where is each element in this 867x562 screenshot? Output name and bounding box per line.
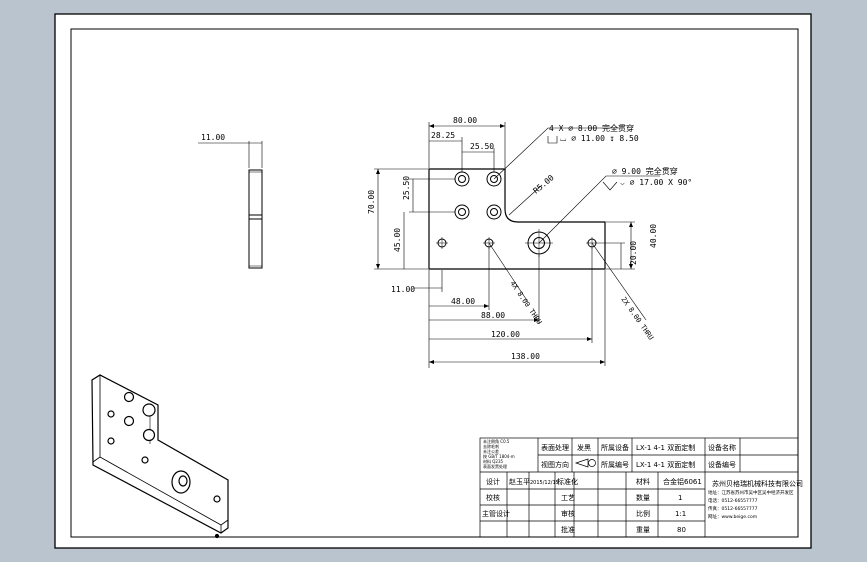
side-view: [198, 141, 263, 269]
arrow-heads: [376, 124, 633, 364]
check-label: 校核: [486, 493, 500, 502]
process-label: 工艺: [561, 494, 575, 502]
chief-label: 主管设计: [482, 509, 510, 518]
equipment-field-label: 设备名称: [708, 443, 736, 452]
note-line: 未注倒角 C0.5: [483, 438, 510, 444]
equipment-name-value: LX-1 4-1 双面定制: [636, 443, 695, 452]
dim-pos-120: 120.00: [491, 330, 520, 339]
design-date: 2015/12/15: [530, 480, 559, 486]
material-label: 材料: [636, 477, 650, 486]
projection-label: 视图方向: [541, 460, 569, 469]
dim-pos-88: 88.00: [481, 311, 505, 320]
dim-pos-48: 48.00: [451, 297, 475, 306]
equipment-field-label-2: 设备编号: [708, 460, 736, 469]
company-web: 网址：www.beige.com: [708, 513, 757, 520]
qty-label: 数量: [636, 493, 650, 502]
note-countersink-1: ⌀ 9.00 完全贯穿: [612, 166, 678, 176]
audit-label: 审核: [561, 509, 575, 518]
approve-label: 批准: [561, 525, 575, 534]
note-countersink-2: ⌵ ⌀ 17.00 X 90°: [620, 178, 692, 187]
note-line: 未注公差: [483, 448, 499, 454]
company-address: 地址：江苏省苏州市吴中区吴中经济开发区: [708, 489, 794, 496]
note-line: 按 GB/T 1804-m: [483, 453, 515, 459]
equipment-no-label: 所属编号: [601, 460, 629, 469]
dim-right-height: 40.00: [649, 224, 658, 248]
weight-value: 80: [677, 526, 686, 534]
isometric-view: [91, 374, 229, 539]
title-block: [479, 437, 799, 538]
company-fax: 传真：0512-66557777: [708, 505, 758, 512]
dimension-lines: [374, 122, 660, 368]
projection-symbol-icon: [574, 458, 596, 468]
note-line: 表面发黑处理: [483, 463, 507, 469]
note-line: 材料 Q235: [483, 458, 504, 464]
dim-hole-pitch-x: 25.50: [470, 142, 494, 151]
scale-label: 比例: [636, 509, 650, 518]
dim-overall-height: 70.00: [367, 190, 376, 214]
dim-side-thickness: 11.00: [201, 133, 225, 142]
equipment-name-label: 所属设备: [601, 443, 629, 452]
dim-top-width: 80.00: [453, 116, 477, 125]
company-name: 苏州贝格瑞机械科技有限公司: [712, 479, 803, 488]
company-tel: 电话：0512-66557777: [708, 497, 758, 504]
design-label: 设计: [486, 477, 500, 486]
front-view: [428, 168, 606, 270]
note-counterbore-2: ⌴ ⌀ 11.00 ↧ 8.50: [560, 134, 639, 143]
drawing-frame: [70, 28, 799, 538]
material-value: 合金铝6061: [663, 477, 702, 486]
design-name: 赵玉平: [509, 477, 530, 486]
standard-label: 标准化: [557, 477, 578, 486]
equipment-no-value: LX-1 4-1 双面定制: [636, 460, 695, 469]
surface-label: 表面处理: [541, 443, 569, 452]
scale-value: 1:1: [675, 510, 686, 518]
notes-block: 未注倒角 C0.5 去除毛刺 未注公差 按 GB/T 1804-m 材料 Q23…: [483, 438, 515, 469]
dim-lower-height: 45.00: [393, 228, 402, 252]
weight-label: 重量: [636, 526, 650, 534]
dim-overall-width: 138.00: [511, 352, 540, 361]
note-line: 去除毛刺: [483, 443, 499, 449]
dim-hole-pitch-y: 25.50: [402, 176, 411, 200]
qty-value: 1: [678, 494, 682, 502]
surface-value: 发黑: [577, 443, 591, 452]
dim-edge-x: 11.00: [391, 285, 415, 294]
dim-right-mid: 20.00: [629, 241, 638, 265]
dim-offset-a: 28.25: [431, 131, 455, 140]
note-counterbore-1: 4 X ⌀ 8.00 完全贯穿: [549, 123, 634, 133]
